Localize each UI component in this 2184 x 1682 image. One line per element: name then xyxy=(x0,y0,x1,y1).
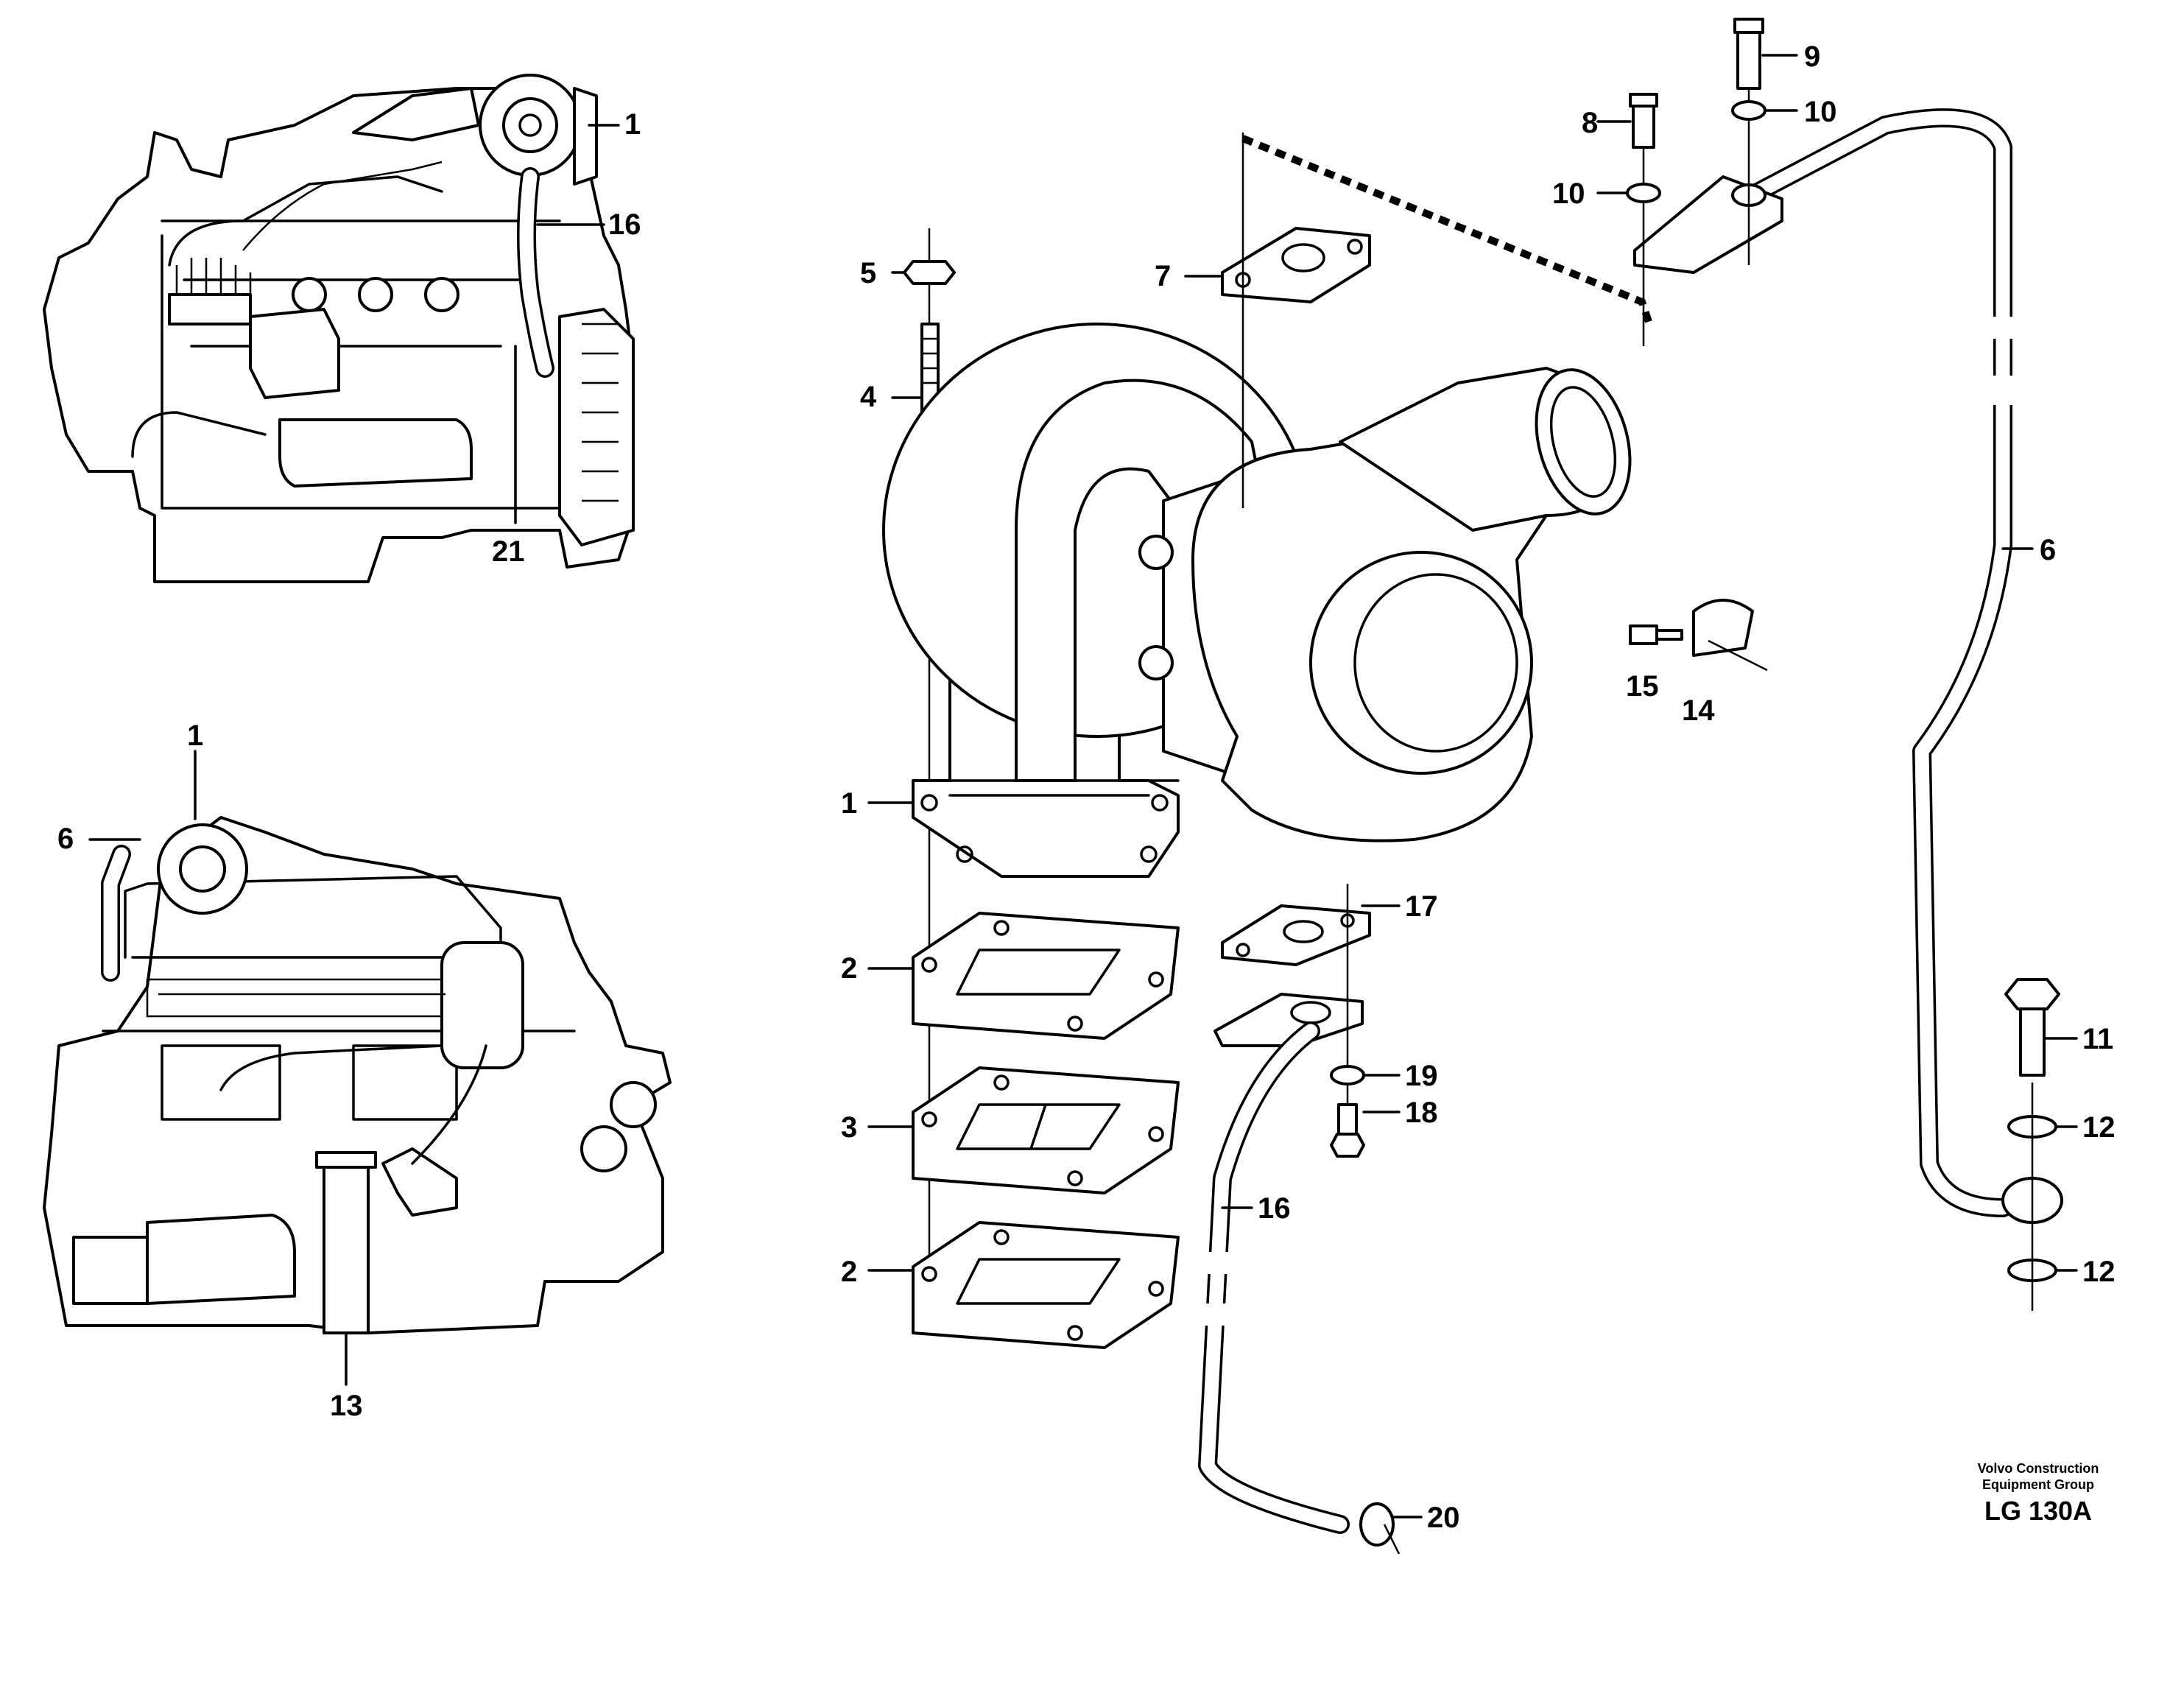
callout-3: 3 xyxy=(841,1111,857,1144)
drawing-footer: Volvo Construction Equipment Group LG 13… xyxy=(1978,1461,2099,1526)
callout-19: 19 xyxy=(1405,1060,1438,1092)
callout-17: 17 xyxy=(1405,890,1438,923)
callout-1-top: 1 xyxy=(624,108,641,141)
callout-10-left: 10 xyxy=(1552,177,1585,210)
gasket-upper xyxy=(912,912,1180,1040)
callout-18: 18 xyxy=(1405,1097,1438,1129)
company-line-1: Volvo Construction xyxy=(1978,1461,2099,1476)
callout-13: 13 xyxy=(330,1390,363,1422)
callout-11: 11 xyxy=(2082,1023,2113,1055)
callout-2-lower: 2 xyxy=(841,1256,857,1288)
company-line-2: Equipment Group xyxy=(1982,1477,2094,1492)
callout-1-mid: 1 xyxy=(187,719,203,752)
callout-5: 5 xyxy=(860,257,876,289)
callout-7: 7 xyxy=(1155,260,1171,292)
callout-15: 15 xyxy=(1626,670,1659,703)
gasket-lower xyxy=(912,1221,1180,1349)
callout-16-top: 16 xyxy=(608,208,641,241)
callout-10-right: 10 xyxy=(1804,96,1837,128)
turbocharger-assembly xyxy=(867,18,2078,1555)
callout-12-upper: 12 xyxy=(2082,1111,2116,1144)
spacer-block xyxy=(912,1066,1180,1194)
callout-21: 21 xyxy=(492,535,525,568)
callout-2-upper: 2 xyxy=(841,952,857,985)
callout-9: 9 xyxy=(1804,41,1820,73)
callout-8: 8 xyxy=(1582,107,1598,139)
callout-6-main: 6 xyxy=(2040,534,2056,566)
callout-14: 14 xyxy=(1682,694,1715,727)
callout-12-lower: 12 xyxy=(2082,1256,2116,1288)
callout-16-main: 16 xyxy=(1258,1192,1291,1225)
engine-side-view-top xyxy=(43,74,635,583)
drawing-reference: LG 130A xyxy=(1984,1496,2092,1526)
engine-side-view-bottom xyxy=(43,750,672,1386)
callout-1-main: 1 xyxy=(841,787,857,820)
callout-6-mid: 6 xyxy=(57,823,74,855)
callout-4: 4 xyxy=(860,381,877,413)
callout-20: 20 xyxy=(1427,1502,1460,1534)
